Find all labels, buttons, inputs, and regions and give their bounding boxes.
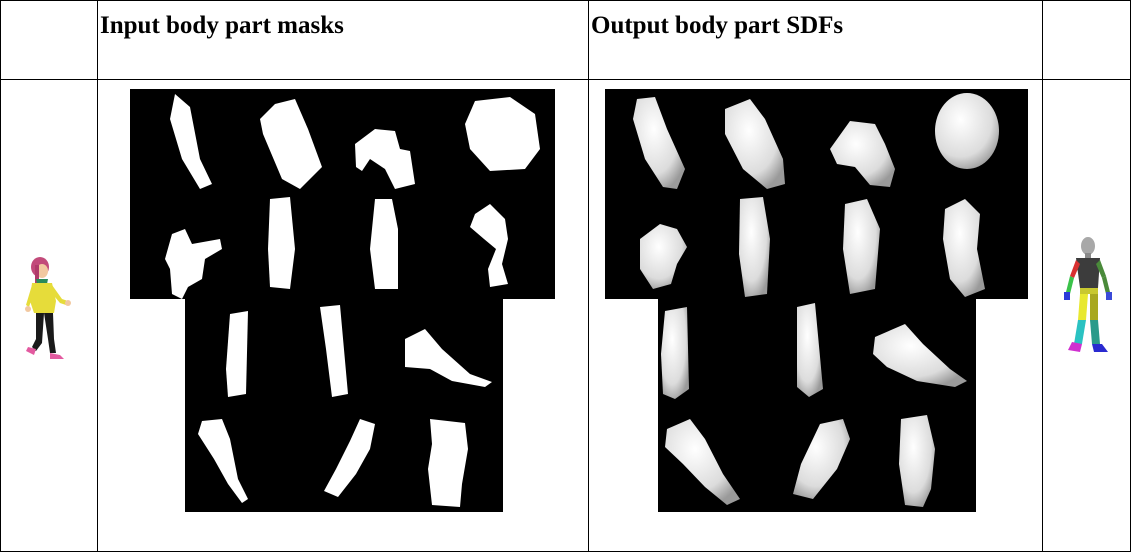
body-model: [1062, 236, 1117, 366]
sdf-shapes: [605, 89, 1028, 512]
table-col-divider-1: [97, 0, 98, 552]
table-border-header: [0, 79, 1131, 80]
table-col-divider-3: [1042, 0, 1043, 552]
person-photo: [20, 255, 80, 367]
header-output-sdfs: Output body part SDFs: [591, 12, 843, 40]
header-input-masks: Input body part masks: [100, 12, 344, 40]
table-col-divider-2: [588, 0, 589, 552]
table-border-left: [0, 0, 1, 552]
table-border-top: [0, 0, 1131, 1]
mask-shapes: [130, 89, 555, 512]
